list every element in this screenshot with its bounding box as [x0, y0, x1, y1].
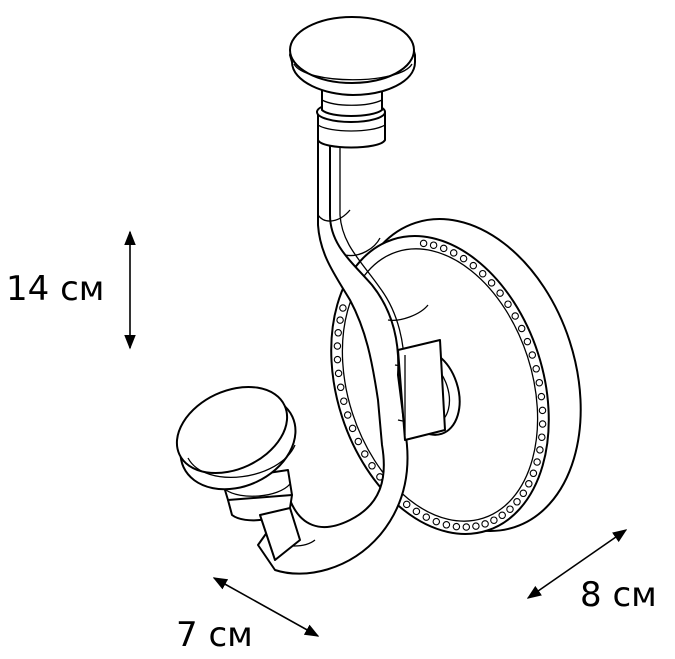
- bead: [462, 523, 471, 531]
- bead: [429, 241, 438, 249]
- bead: [343, 411, 352, 419]
- bead: [487, 279, 496, 287]
- bead: [537, 392, 546, 401]
- bead: [452, 522, 461, 531]
- bead: [535, 378, 544, 387]
- bead: [538, 420, 547, 428]
- bead: [419, 239, 428, 248]
- bead: [504, 300, 512, 308]
- bead: [517, 324, 526, 333]
- height-dimension: 14 см: [6, 230, 136, 350]
- lower-knob: [175, 385, 301, 561]
- depth-dimension: 8 см: [526, 529, 657, 615]
- bead: [490, 516, 498, 524]
- bead: [478, 269, 487, 278]
- bead: [538, 433, 546, 441]
- bead: [348, 424, 357, 433]
- bead: [525, 480, 533, 488]
- bead: [472, 522, 480, 530]
- bead: [439, 244, 448, 253]
- bead: [536, 446, 544, 454]
- wall-base-plate: [330, 218, 582, 535]
- bead: [442, 521, 451, 529]
- bead: [481, 520, 489, 528]
- bead: [533, 458, 541, 466]
- bead: [528, 351, 537, 359]
- bead: [513, 498, 521, 506]
- bead: [334, 369, 343, 378]
- bead: [336, 383, 345, 392]
- bead: [339, 304, 347, 312]
- bead: [354, 437, 363, 446]
- bead: [511, 312, 519, 320]
- bead: [334, 329, 342, 337]
- bead: [459, 254, 468, 263]
- width-label: 7 см: [176, 615, 253, 655]
- bead: [422, 513, 431, 521]
- upper-knob: [289, 16, 416, 149]
- bead: [538, 406, 547, 415]
- bead: [412, 507, 421, 516]
- depth-label: 8 см: [580, 575, 657, 615]
- bead: [432, 517, 441, 526]
- bead: [529, 469, 538, 478]
- bead: [496, 289, 504, 297]
- bead: [498, 511, 506, 520]
- height-label: 14 см: [6, 269, 104, 309]
- bead: [519, 489, 528, 498]
- bead: [402, 500, 411, 509]
- bead: [532, 365, 540, 373]
- bead: [506, 505, 514, 513]
- bead: [333, 342, 342, 350]
- bead: [449, 249, 458, 257]
- bead: [333, 355, 342, 364]
- bead: [523, 337, 532, 346]
- bead: [368, 462, 376, 470]
- decorative-bead-ring: [333, 239, 547, 531]
- width-dimension: 7 см: [176, 577, 320, 655]
- bead: [469, 261, 478, 270]
- bead: [361, 450, 369, 458]
- bead: [336, 316, 344, 324]
- bead: [340, 397, 348, 405]
